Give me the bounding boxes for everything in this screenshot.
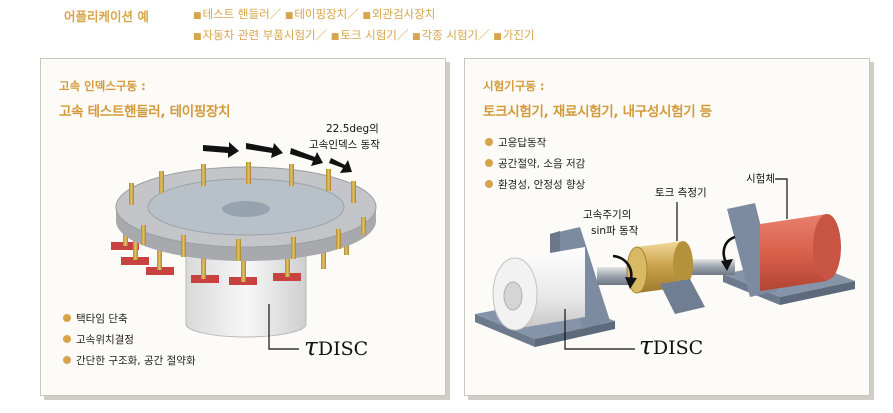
index-drive-panel: 고속 인덱스구동 : 고속 테스트핸들러, 테이핑장치 22.5deg의 고속인… <box>40 58 446 396</box>
tau-disc-logo: τDISC <box>639 331 704 360</box>
applications-heading: 어플리케이션 예 <box>64 9 149 24</box>
square-bullet-icon: ■ <box>493 32 502 42</box>
square-bullet-icon: ■ <box>330 32 340 42</box>
feature-bullet: 고속위치결정 <box>63 332 134 347</box>
app-item: 테스트 핸들러／ <box>202 7 282 21</box>
rotation-arrows <box>203 142 352 173</box>
motion-label-line1: 22.5deg의 <box>326 123 379 135</box>
test-drive-panel: 시험기구동 : 토크시험기, 재료시험기, 내구성시험기 등 고응답동작 공간절… <box>464 58 870 396</box>
feature-bullet: 고응답동작 <box>485 135 546 150</box>
sine-label-line2: sin파 동작 <box>591 225 639 237</box>
applications-row-1: ■테스트 핸들러／ ■테이핑장치／ ■외관검사장치 <box>193 6 435 22</box>
index-drive-subtitle: 고속 인덱스구동 : <box>59 79 146 93</box>
feature-bullet: 택타임 단축 <box>63 311 128 326</box>
app-item: 토크 시험기／ <box>340 28 409 42</box>
torque-sensor-label: 토크 측정기 <box>655 187 707 199</box>
bullet-dot-icon <box>485 180 493 188</box>
square-bullet-icon: ■ <box>412 32 421 42</box>
bullet-dot-icon <box>63 356 71 364</box>
specimen-label: 시험체 <box>746 173 775 185</box>
feature-bullet: 간단한 구조화, 공간 절약화 <box>63 353 196 368</box>
square-bullet-icon: ■ <box>362 11 371 21</box>
app-item: 외관검사장치 <box>371 7 436 21</box>
bullet-dot-icon <box>485 159 493 167</box>
app-item: 테이핑장치／ <box>294 7 359 21</box>
motion-label-line2: 고속인덱스 동작 <box>309 139 380 151</box>
square-bullet-icon: ■ <box>193 32 202 42</box>
index-drive-title: 고속 테스트핸들러, 테이핑장치 <box>59 104 231 120</box>
torque-tester-illustration <box>475 178 855 350</box>
bullet-dot-icon <box>63 314 71 322</box>
app-item: 자동차 관련 부품시험기／ <box>202 28 328 42</box>
bullet-dot-icon <box>63 335 71 343</box>
bullet-dot-icon <box>485 138 493 146</box>
test-drive-title: 토크시험기, 재료시험기, 내구성시험기 등 <box>483 104 712 120</box>
app-item: 가진기 <box>502 28 535 42</box>
feature-bullet: 공간절약, 소음 저감 <box>485 156 585 171</box>
app-item: 각종 시험기／ <box>421 28 490 42</box>
square-bullet-icon: ■ <box>193 11 202 21</box>
test-drive-subtitle: 시험기구동 : <box>483 79 545 93</box>
index-table-illustration <box>111 142 377 350</box>
sine-label-line1: 고속주기의 <box>583 209 632 221</box>
feature-bullet: 환경성, 안정성 향상 <box>485 177 585 192</box>
square-bullet-icon: ■ <box>284 11 294 21</box>
tau-disc-logo: τDISC <box>304 332 369 361</box>
applications-row-2: ■자동차 관련 부품시험기／ ■토크 시험기／ ■각종 시험기／ ■가진기 <box>193 27 535 43</box>
